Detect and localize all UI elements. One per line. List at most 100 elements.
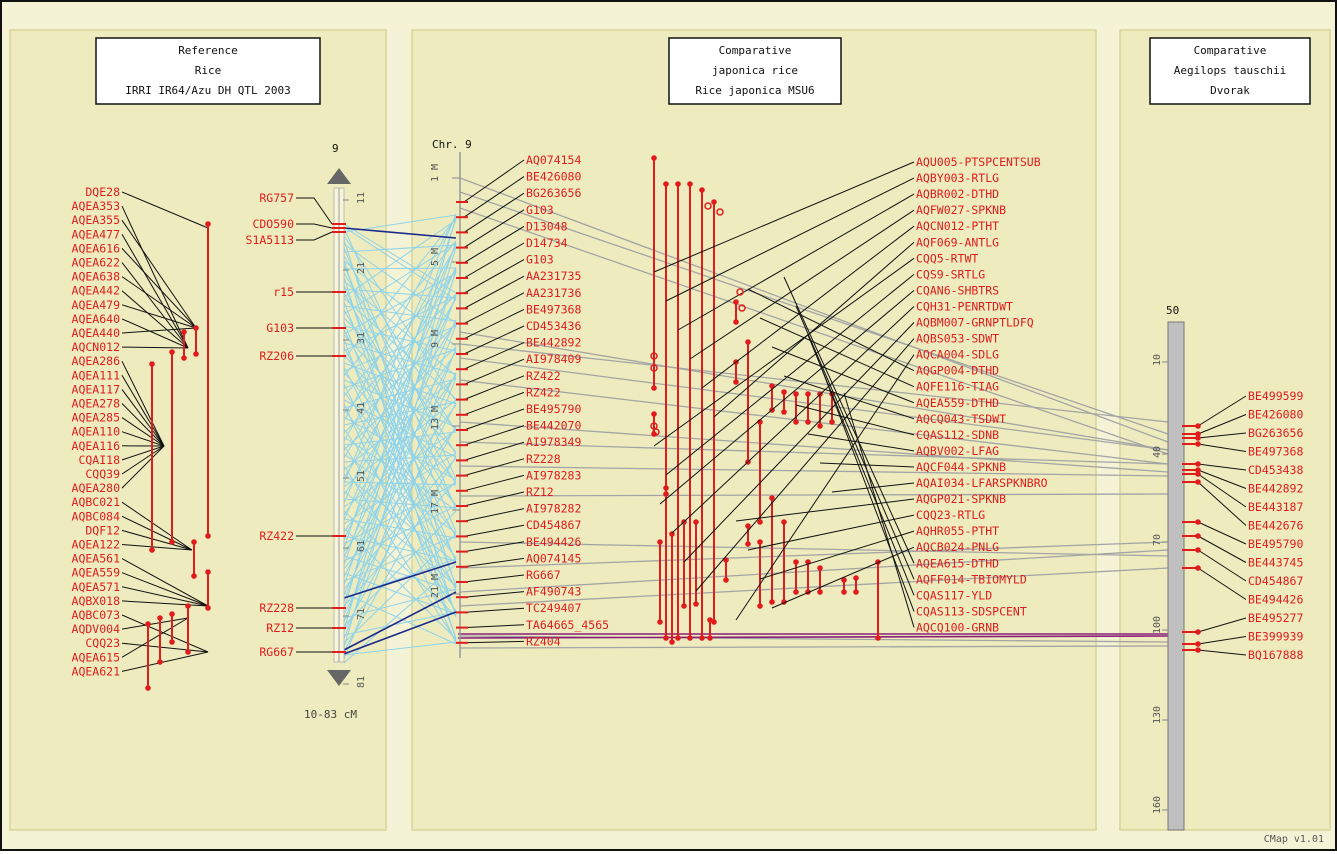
comp2-marker-label[interactable]: BE499599 bbox=[1248, 389, 1303, 403]
comp1-marker-label[interactable]: BE495790 bbox=[526, 402, 581, 416]
ref-qtl-label[interactable]: CQQ23 bbox=[85, 636, 120, 650]
comp1-marker-label[interactable]: G103 bbox=[526, 203, 554, 217]
comp1-marker-label[interactable]: RZ228 bbox=[526, 452, 561, 466]
comp1-marker-label[interactable]: BG263656 bbox=[526, 186, 581, 200]
ref-qtl-label[interactable]: AQEA440 bbox=[72, 326, 121, 340]
ref-qtl-label[interactable]: AQEA111 bbox=[72, 368, 121, 382]
comp1-qtl-label[interactable]: CQS9-SRTLG bbox=[916, 267, 985, 281]
ref-marker-label[interactable]: r15 bbox=[273, 285, 294, 299]
ref-qtl-label[interactable]: AQEA561 bbox=[72, 552, 121, 566]
comp1-qtl-label[interactable]: AQCQ043-TSDWT bbox=[916, 412, 1006, 426]
comp1-qtl-label[interactable]: AQFE116-TIAG bbox=[916, 380, 999, 394]
comp1-marker-label[interactable]: BE494426 bbox=[526, 535, 581, 549]
ref-qtl-label[interactable]: AQEA122 bbox=[72, 538, 120, 552]
ref-marker-label[interactable]: RG667 bbox=[259, 645, 294, 659]
comp2-marker-label[interactable]: CD453438 bbox=[1248, 463, 1303, 477]
ref-qtl-label[interactable]: DQF12 bbox=[85, 523, 120, 537]
comp1-marker-label[interactable]: BE442892 bbox=[526, 336, 581, 350]
ref-qtl-label[interactable]: AQEA285 bbox=[72, 411, 120, 425]
ref-qtl-label[interactable]: AQEA110 bbox=[72, 425, 121, 439]
comp1-qtl-label[interactable]: AQEA615-DTHD bbox=[916, 556, 999, 570]
ref-qtl-label[interactable]: AQEA442 bbox=[72, 284, 120, 298]
comp2-marker-label[interactable]: BE443745 bbox=[1248, 556, 1303, 570]
comp1-marker-label[interactable]: D13048 bbox=[526, 219, 568, 233]
ref-qtl-label[interactable]: AQEA640 bbox=[72, 312, 121, 326]
comp1-marker-label[interactable]: AQ074145 bbox=[526, 551, 581, 565]
comp2-marker-label[interactable]: BE442892 bbox=[1248, 482, 1303, 496]
ref-qtl-label[interactable]: AQCN012 bbox=[72, 340, 120, 354]
comp1-qtl-label[interactable]: AQHR055-PTHT bbox=[916, 524, 999, 538]
comp1-qtl-label[interactable]: AQCB024-PNLG bbox=[916, 540, 999, 554]
ref-qtl-label[interactable]: CQQ39 bbox=[85, 467, 120, 481]
comp1-qtl-label[interactable]: AQCF044-SPKNB bbox=[916, 460, 1006, 474]
ref-marker-label[interactable]: RZ12 bbox=[266, 621, 294, 635]
ref-qtl-label[interactable]: AQEA622 bbox=[72, 256, 120, 270]
ref-marker-label[interactable]: RZ422 bbox=[259, 529, 294, 543]
comp2-marker-label[interactable]: BE442676 bbox=[1248, 519, 1303, 533]
ref-qtl-label[interactable]: AQEA355 bbox=[72, 213, 120, 227]
comp1-marker-label[interactable]: AA231735 bbox=[526, 269, 581, 283]
ref-qtl-label[interactable]: DQE28 bbox=[85, 185, 120, 199]
comp1-marker-label[interactable]: CD454867 bbox=[526, 518, 581, 532]
comp1-qtl-label[interactable]: CQAN6-SHBTRS bbox=[916, 283, 999, 297]
ref-marker-label[interactable]: RZ228 bbox=[259, 601, 294, 615]
comp1-marker-label[interactable]: AI978282 bbox=[526, 502, 581, 516]
comp1-marker-label[interactable]: AI978409 bbox=[526, 352, 581, 366]
ref-qtl-label[interactable]: AQEA616 bbox=[72, 241, 121, 255]
comp1-qtl-label[interactable]: AQBV002-LFAG bbox=[916, 444, 999, 458]
ref-qtl-label[interactable]: AQEA638 bbox=[72, 270, 121, 284]
comp1-marker-label[interactable]: BE442070 bbox=[526, 419, 581, 433]
comp2-marker-label[interactable]: BE494426 bbox=[1248, 593, 1303, 607]
comp1-marker-label[interactable]: AA231736 bbox=[526, 286, 581, 300]
comp2-marker-label[interactable]: BE443187 bbox=[1248, 500, 1303, 514]
comp1-qtl-label[interactable]: CQAS117-YLD bbox=[916, 588, 992, 602]
ref-qtl-label[interactable]: AQEA571 bbox=[72, 580, 121, 594]
ref-qtl-label[interactable]: AQDV004 bbox=[72, 622, 121, 636]
ref-qtl-label[interactable]: AQEA559 bbox=[72, 566, 121, 580]
comp2-marker-label[interactable]: BE497368 bbox=[1248, 445, 1303, 459]
comp1-qtl-label[interactable]: CQAS112-SDNB bbox=[916, 428, 999, 442]
comp1-qtl-label[interactable]: AQGP021-SPKNB bbox=[916, 492, 1006, 506]
ref-qtl-label[interactable]: AQBX018 bbox=[72, 594, 121, 608]
comp1-marker-label[interactable]: BE426080 bbox=[526, 170, 581, 184]
ref-marker-label[interactable]: CDO590 bbox=[252, 217, 294, 231]
comp1-qtl-label[interactable]: AQBM007-GRNPTLDFQ bbox=[916, 316, 1034, 330]
comp1-marker-label[interactable]: AF490743 bbox=[526, 585, 581, 599]
ref-marker-label[interactable]: G103 bbox=[266, 321, 294, 335]
comp1-marker-label[interactable]: AI978349 bbox=[526, 435, 581, 449]
ref-qtl-label[interactable]: AQEA477 bbox=[72, 227, 121, 241]
comp1-qtl-label[interactable]: CQAS113-SDSPCENT bbox=[916, 604, 1027, 618]
comp2-marker-label[interactable]: BE399939 bbox=[1248, 630, 1303, 644]
comp2-marker-label[interactable]: BQ167888 bbox=[1248, 648, 1303, 662]
comp1-marker-label[interactable]: CD453436 bbox=[526, 319, 581, 333]
comp1-qtl-label[interactable]: AQU005-PTSPCENTSUB bbox=[916, 155, 1041, 169]
comp1-marker-label[interactable]: BE497368 bbox=[526, 302, 581, 316]
ref-qtl-label[interactable]: AQEA479 bbox=[72, 298, 121, 312]
ref-qtl-label[interactable]: CQAI18 bbox=[78, 453, 120, 467]
comp1-qtl-label[interactable]: AQAI034-LFARSPKNBRO bbox=[916, 476, 1048, 490]
comp1-qtl-label[interactable]: AQFW027-SPKNB bbox=[916, 203, 1006, 217]
comp1-marker-label[interactable]: TA64665_4565 bbox=[526, 618, 609, 632]
comp1-qtl-label[interactable]: CQQ23-RTLG bbox=[916, 508, 985, 522]
ref-qtl-label[interactable]: AQEA621 bbox=[72, 664, 121, 678]
comp2-marker-label[interactable]: BG263656 bbox=[1248, 426, 1303, 440]
comp1-marker-label[interactable]: RZ422 bbox=[526, 369, 561, 383]
comp2-marker-label[interactable]: CD454867 bbox=[1248, 574, 1303, 588]
ref-qtl-label[interactable]: AQBC021 bbox=[72, 495, 121, 509]
comp2-marker-label[interactable]: BE495277 bbox=[1248, 611, 1303, 625]
comp1-qtl-label[interactable]: AQCA004-SDLG bbox=[916, 348, 999, 362]
ref-marker-label[interactable]: RG757 bbox=[259, 191, 294, 205]
comp1-marker-label[interactable]: AI978283 bbox=[526, 468, 581, 482]
comp1-marker-label[interactable]: G103 bbox=[526, 253, 554, 267]
comp1-qtl-label[interactable]: AQF069-ANTLG bbox=[916, 235, 999, 249]
comp1-marker-label[interactable]: D14734 bbox=[526, 236, 568, 250]
comp1-marker-label[interactable]: AQ074154 bbox=[526, 153, 581, 167]
ref-qtl-label[interactable]: AQEA286 bbox=[72, 354, 121, 368]
ref-qtl-label[interactable]: AQEA353 bbox=[72, 199, 121, 213]
comp2-marker-label[interactable]: BE495790 bbox=[1248, 537, 1303, 551]
ref-qtl-label[interactable]: AQEA280 bbox=[72, 481, 121, 495]
ref-marker-label[interactable]: S1A5113 bbox=[246, 233, 295, 247]
ref-marker-label[interactable]: RZ206 bbox=[259, 349, 294, 363]
comp2-marker-label[interactable]: BE426080 bbox=[1248, 408, 1303, 422]
ref-qtl-label[interactable]: AQEA117 bbox=[72, 382, 121, 396]
